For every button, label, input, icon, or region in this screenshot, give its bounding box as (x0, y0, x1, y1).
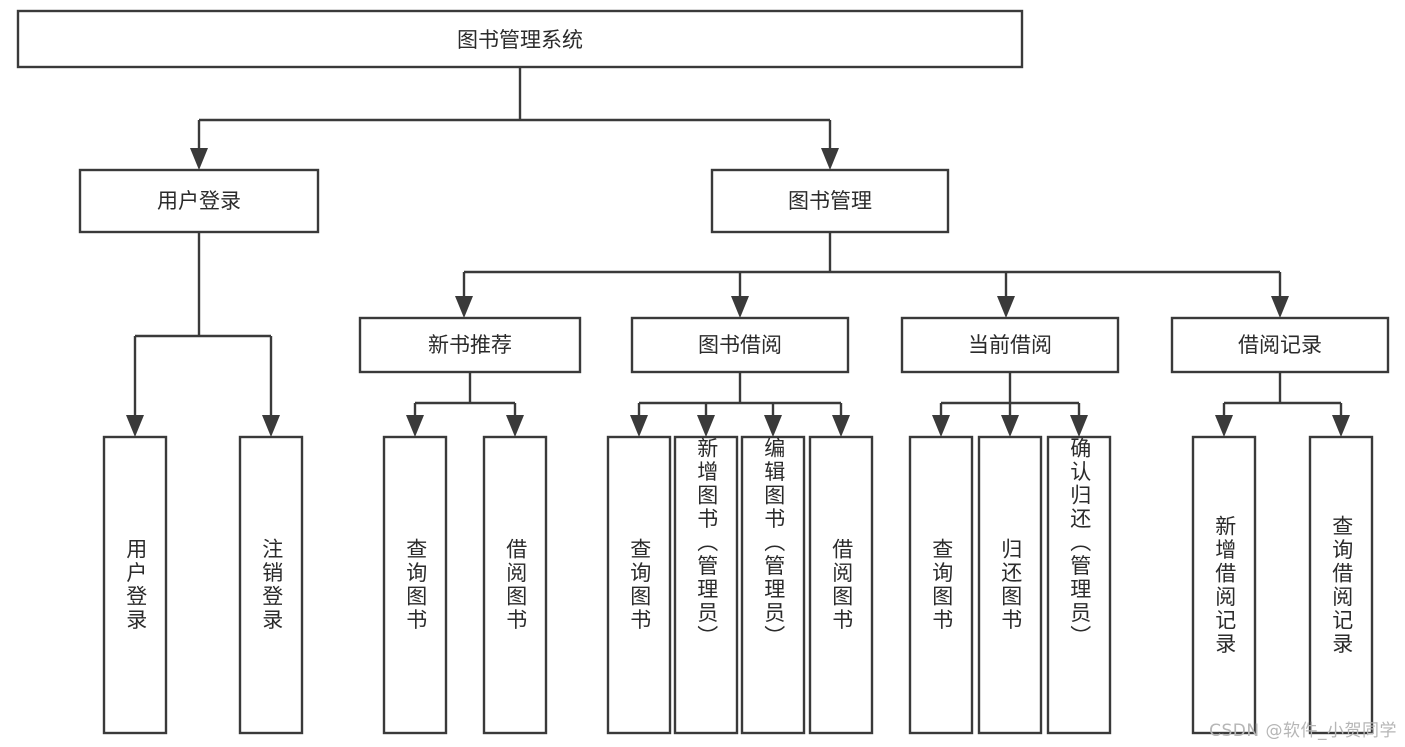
node-book-management[interactable] (710, 168, 950, 234)
arrow-book-borrow-leaf-4 (832, 415, 850, 437)
arrow-to-borrow-record (1271, 296, 1289, 318)
arrow-borrow-record-leaf-1 (1215, 415, 1233, 437)
node-borrow-record[interactable] (1170, 316, 1390, 374)
arrow-book-borrow-leaf-1 (630, 415, 648, 437)
arrow-borrow-record-leaf-2 (1332, 415, 1350, 437)
node-root-label: 图书管理系统 (457, 28, 583, 52)
leaf-box-user-login-2[interactable] (238, 435, 304, 735)
arrow-current-borrow-leaf-2 (1001, 415, 1019, 437)
node-book-borrow-label: 图书借阅 (698, 333, 782, 357)
leaf-box-borrow-record-1[interactable] (1191, 435, 1257, 735)
node-root-book-management-system[interactable] (16, 9, 1024, 69)
leaf-box-new-book-1[interactable] (382, 435, 448, 735)
connector-layer (126, 67, 1350, 437)
node-user-login[interactable] (78, 168, 320, 234)
leaf-box-current-borrow-3[interactable] (1046, 435, 1112, 735)
node-borrow-record-label: 借阅记录 (1238, 333, 1322, 357)
arrow-to-new-book-recommend (455, 296, 473, 318)
node-new-book-recommend-label: 新书推荐 (428, 333, 512, 357)
node-user-login-label: 用户登录 (157, 189, 241, 213)
arrow-user-login-leaf-2 (262, 415, 280, 437)
leaf-box-current-borrow-1[interactable] (908, 435, 974, 735)
leaf-box-book-borrow-3[interactable] (740, 435, 806, 735)
arrow-current-borrow-leaf-3 (1070, 415, 1088, 437)
node-current-borrow[interactable] (900, 316, 1120, 374)
arrow-to-user-login (190, 148, 208, 170)
leaf-box-user-login-1[interactable] (102, 435, 168, 735)
node-book-management-label: 图书管理 (788, 189, 872, 213)
node-layer: 图书管理系统 用户登录 图书管理 新书推荐 图书借阅 当前借阅 借阅记录 (16, 9, 1390, 735)
arrow-new-book-leaf-1 (406, 415, 424, 437)
leaf-box-current-borrow-2[interactable] (977, 435, 1043, 735)
node-current-borrow-label: 当前借阅 (968, 333, 1052, 357)
arrow-new-book-leaf-2 (506, 415, 524, 437)
node-book-borrow[interactable] (630, 316, 850, 374)
leaf-box-borrow-record-2[interactable] (1308, 435, 1374, 735)
leaf-box-book-borrow-1[interactable] (606, 435, 672, 735)
arrow-current-borrow-leaf-1 (932, 415, 950, 437)
leaf-box-book-borrow-4[interactable] (808, 435, 874, 735)
arrow-book-borrow-leaf-3 (764, 415, 782, 437)
leaf-box-new-book-2[interactable] (482, 435, 548, 735)
arrow-user-login-leaf-1 (126, 415, 144, 437)
leaf-box-book-borrow-2[interactable] (673, 435, 739, 735)
arrow-to-book-manage (821, 148, 839, 170)
arrow-book-borrow-leaf-2 (697, 415, 715, 437)
arrow-to-current-borrow (997, 296, 1015, 318)
watermark-csdn: CSDN @软件_小贺同学 (1209, 721, 1397, 741)
arrow-to-book-borrow (731, 296, 749, 318)
node-new-book-recommend[interactable] (358, 316, 582, 374)
